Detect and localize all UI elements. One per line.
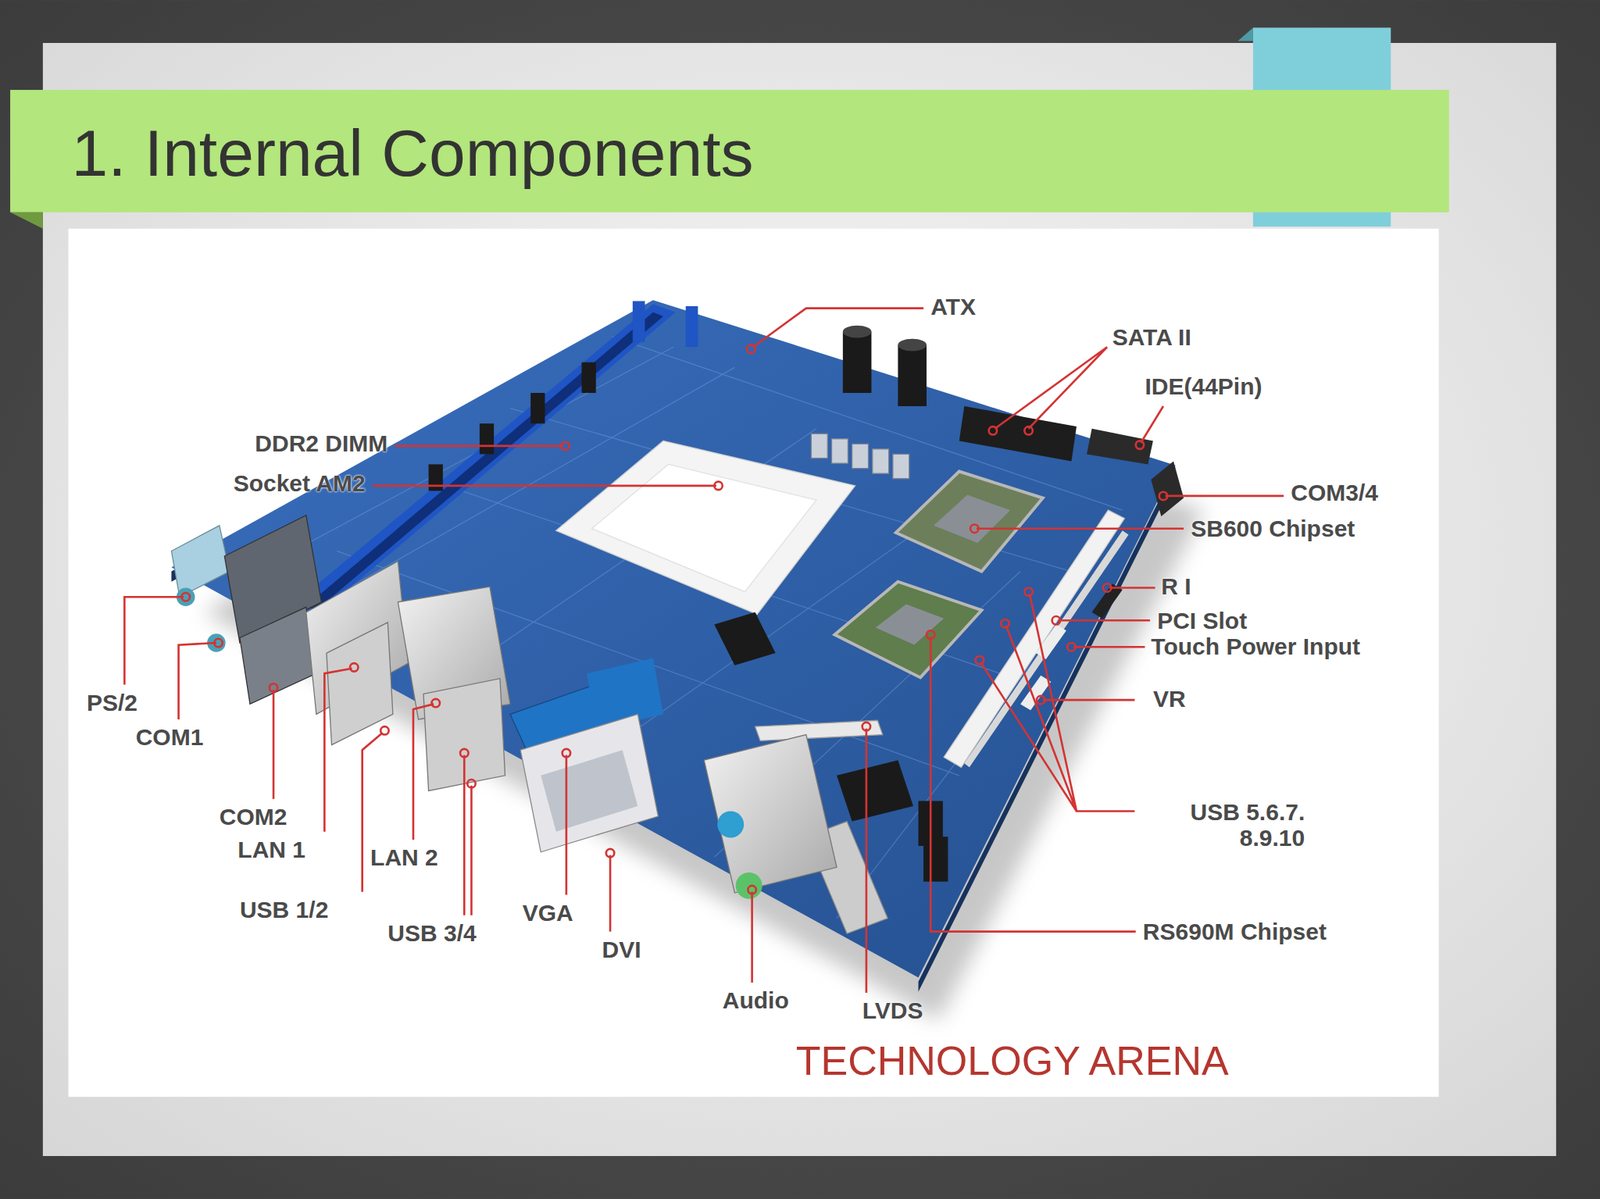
part-label: USB 5.6.7. 8.9.10: [1140, 799, 1305, 851]
slide-title: 1. Internal Components: [71, 114, 754, 193]
motherboard: [171, 300, 1204, 1021]
part-label: Touch Power Input: [1150, 633, 1361, 660]
part-label: Audio: [722, 987, 790, 1014]
part-label: PCI Slot: [1157, 607, 1247, 634]
part-label: VR: [1153, 685, 1186, 712]
part-label: DVI: [602, 936, 642, 963]
part-label: ATX: [930, 293, 976, 320]
part-label: SATA II: [1112, 324, 1192, 350]
part-label: LAN 2: [370, 844, 439, 871]
part-label: LAN 1: [237, 836, 306, 863]
part-label: IDE(44Pin): [1144, 373, 1262, 400]
part-label: COM2: [219, 803, 288, 830]
part-label: Socket AM2: [233, 470, 366, 497]
part-label: USB 3/4: [387, 920, 476, 947]
image-area: [68, 228, 1440, 1098]
part-label: SB600 Chipset: [1190, 515, 1355, 542]
part-label: RS690M Chipset: [1142, 918, 1327, 945]
part-label: LVDS: [862, 997, 924, 1024]
leader-dots: [181, 345, 1168, 895]
part-label: VGA: [522, 900, 574, 926]
part-label: DDR2 DIMM: [254, 430, 388, 457]
accent-fold: [1237, 27, 1254, 41]
title-band: [10, 89, 1450, 213]
leader-lines: [124, 308, 1284, 993]
part-label: COM1: [135, 724, 204, 750]
band-fold: [10, 212, 43, 229]
part-label: COM3/4: [1290, 479, 1379, 506]
part-label: PS/2: [86, 689, 138, 716]
watermark: TECHNOLOGY ARENA: [796, 1039, 1229, 1084]
part-label: USB 1/2: [239, 896, 329, 923]
part-label: R I: [1160, 573, 1191, 600]
